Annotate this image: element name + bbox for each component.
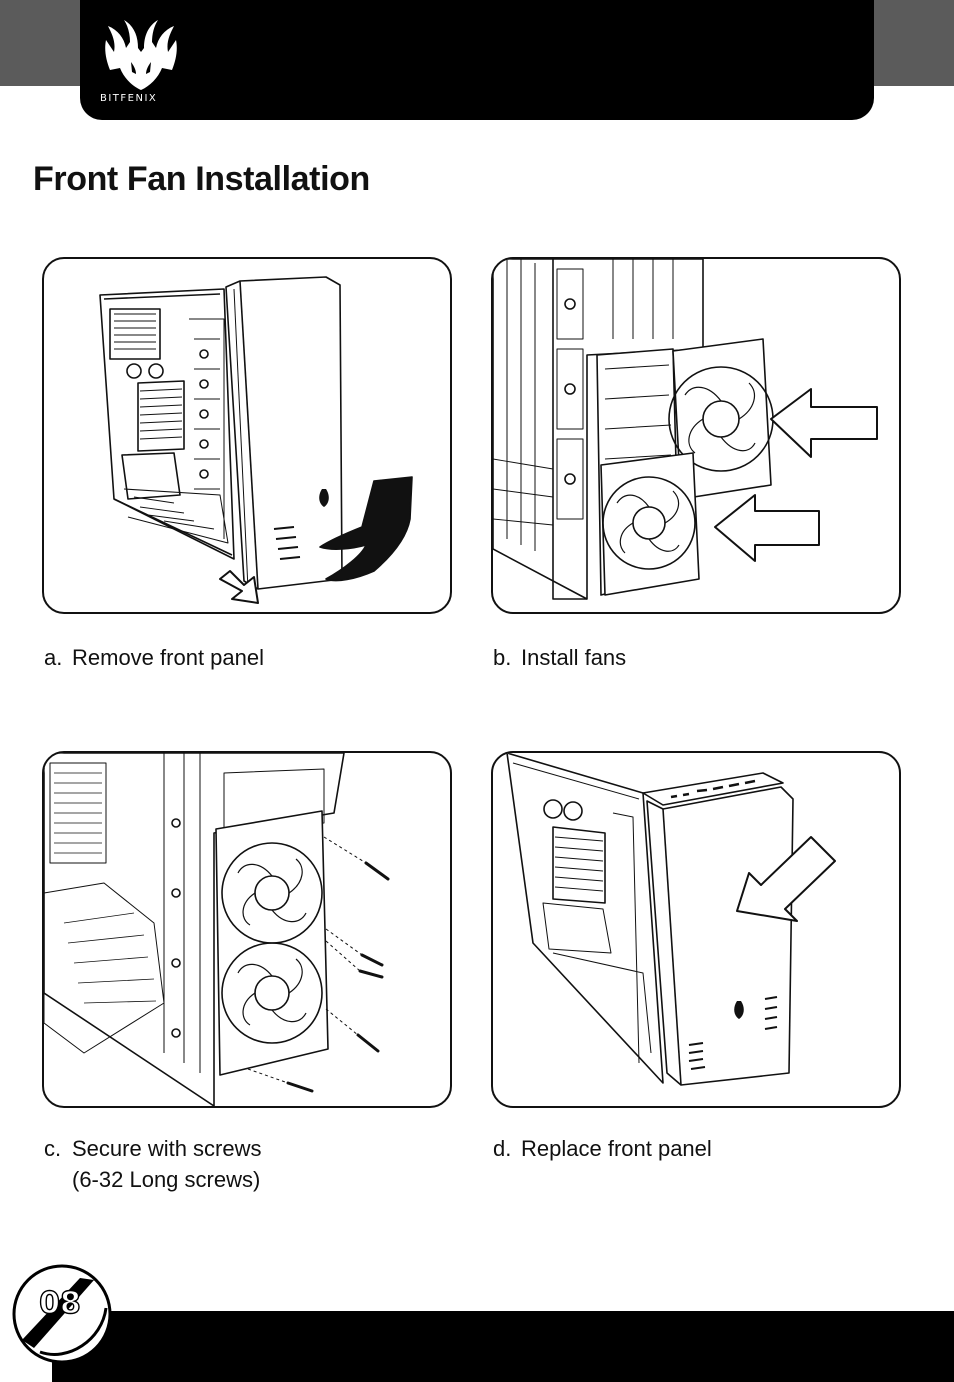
step-b-label: Install fans [521, 645, 627, 670]
step-a-label: Remove front panel [72, 645, 264, 670]
step-b-caption: b. Install fans [493, 642, 626, 673]
step-d-mark: d. [493, 1136, 512, 1161]
illustration-replace-front-panel [491, 751, 901, 1108]
page-title: Front Fan Installation [33, 160, 370, 198]
brand-wordmark: BITFENIX [100, 93, 158, 104]
step-c-label: Secure with screws [72, 1136, 262, 1161]
header-black-tab [80, 0, 874, 120]
illustration-secure-screws [42, 751, 452, 1108]
illustration-remove-front-panel [42, 257, 452, 614]
step-d-caption: d. Replace front panel [493, 1133, 712, 1164]
step-c-caption: c. Secure with screws (6-32 Long screws) [44, 1133, 262, 1195]
bitfenix-logo-icon [105, 20, 177, 90]
step-b-mark: b. [493, 645, 512, 670]
illustration-install-fans [491, 257, 901, 614]
step-a-caption: a. Remove front panel [44, 642, 264, 673]
step-a-mark: a. [44, 645, 63, 670]
page-badge-icon [12, 1264, 112, 1364]
page-number: 08 [38, 1285, 81, 1321]
step-c-sublabel: (6-32 Long screws) [72, 1167, 261, 1192]
footer-bar [52, 1311, 954, 1382]
step-c-mark: c. [44, 1136, 62, 1161]
step-d-label: Replace front panel [521, 1136, 712, 1161]
